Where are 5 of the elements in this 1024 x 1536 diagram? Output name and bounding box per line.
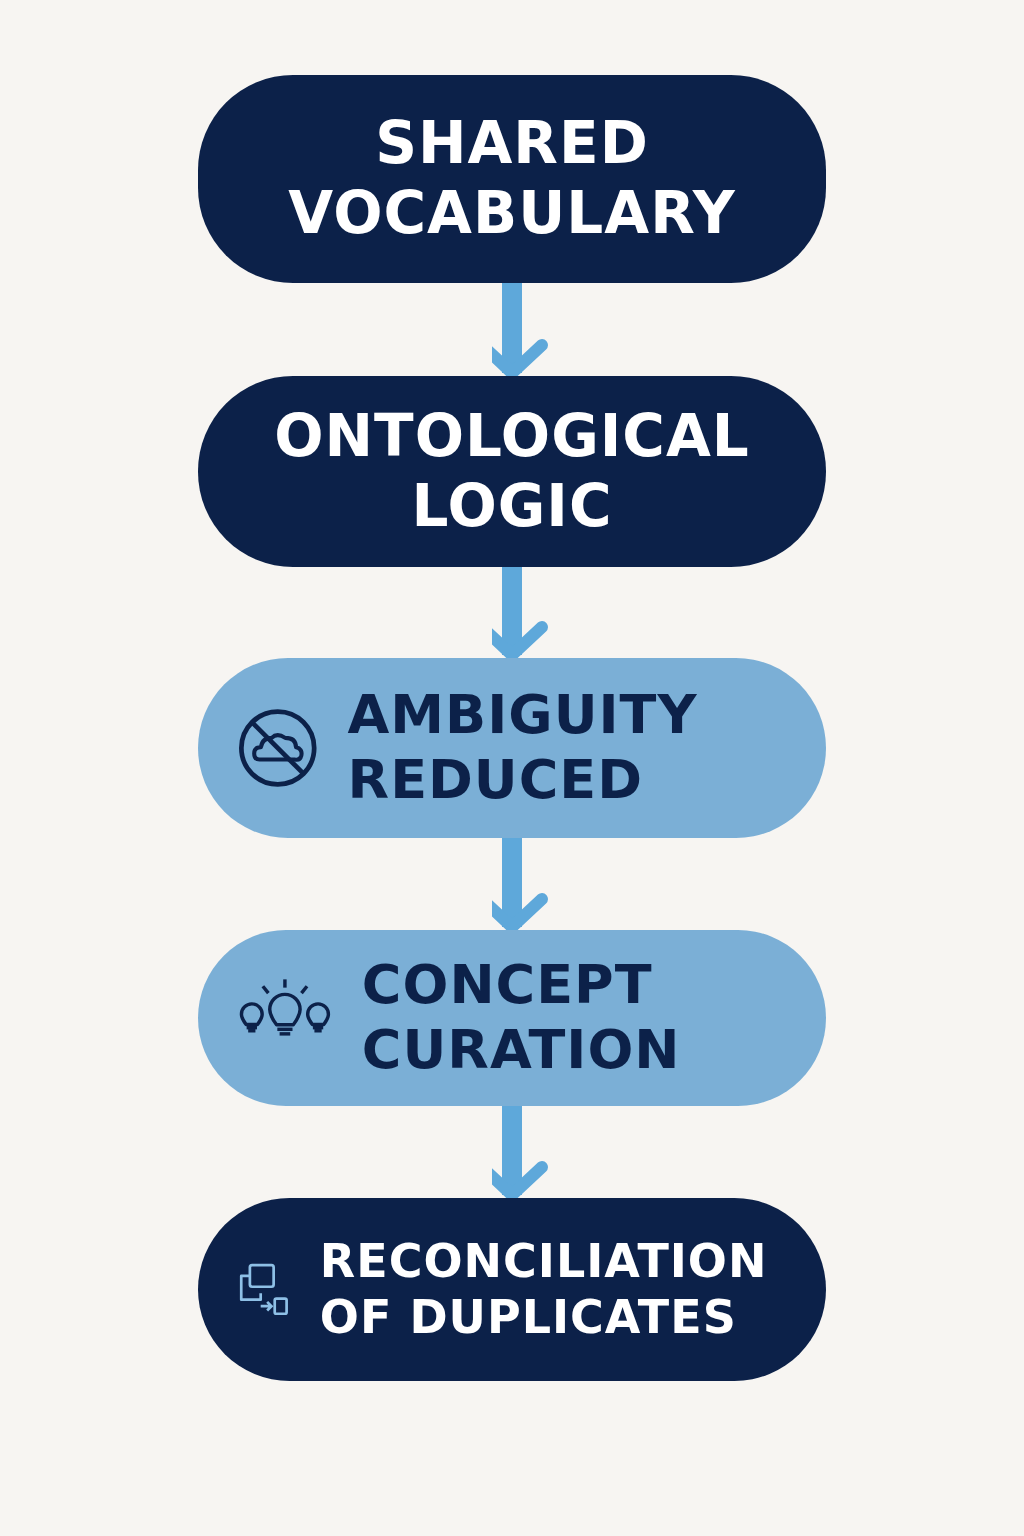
step-label: RECONCILIATION OF DUPLICATES <box>319 1234 769 1345</box>
step-label: SHARED VOCABULARY <box>287 109 737 249</box>
step-label: AMBIGUITY REDUCED <box>347 683 699 813</box>
step-label: ONTOLOGICAL LOGIC <box>273 401 751 542</box>
step-label: CONCEPT CURATION <box>361 953 682 1083</box>
